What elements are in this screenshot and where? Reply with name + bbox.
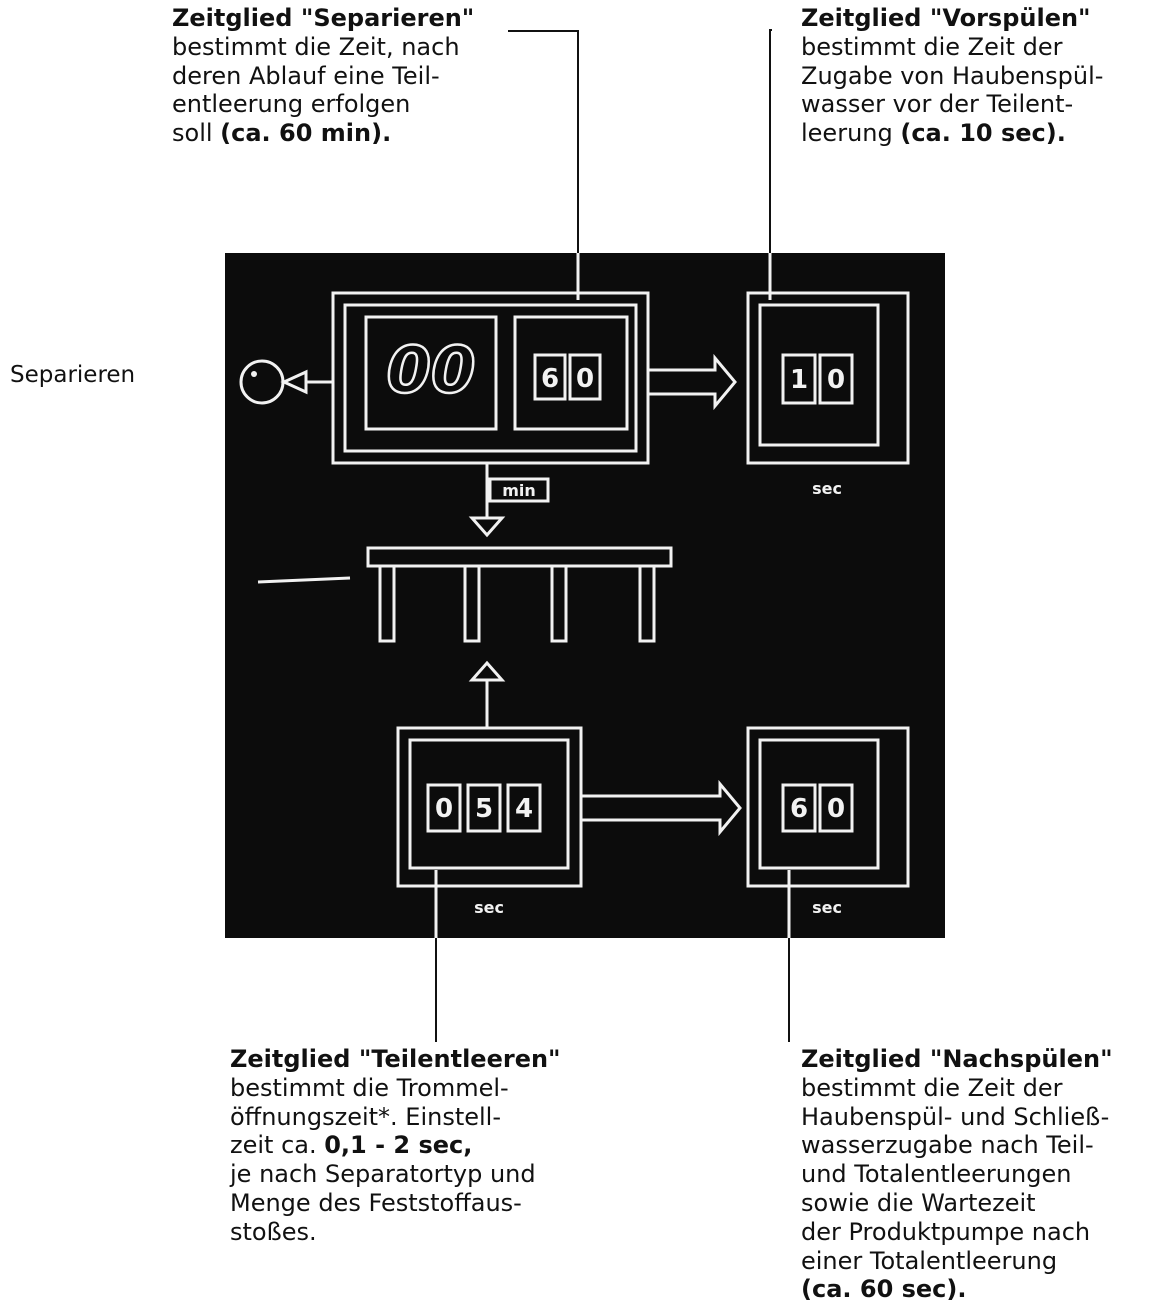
teilentleeren-digit-2: 5 xyxy=(475,794,493,824)
indicator-lamp xyxy=(241,361,333,403)
up-arrow xyxy=(472,663,502,728)
lamp-arrow-icon xyxy=(284,372,333,392)
vorspuelen-unit-label: sec xyxy=(812,479,842,498)
prong-1 xyxy=(380,566,394,641)
nachspuelen-digit-2: 0 xyxy=(827,794,845,824)
arrow-to-nachspuelen xyxy=(581,784,740,832)
min-label: min xyxy=(502,481,536,500)
arrow-down-icon xyxy=(472,518,502,535)
prong-2 xyxy=(465,566,479,641)
arrow-up-icon xyxy=(472,663,502,680)
rail-input-line xyxy=(258,578,350,582)
arrow-right-icon-2 xyxy=(581,784,740,832)
teilentleeren-digit-1: 0 xyxy=(435,794,453,824)
lamp-highlight xyxy=(251,371,257,377)
separieren-timer-block: 00 6 0 xyxy=(333,293,648,463)
vorspuelen-digit-2: 0 xyxy=(827,365,845,395)
vorspuelen-digit-1: 1 xyxy=(790,365,808,395)
lamp-icon xyxy=(241,361,283,403)
teilentleeren-digit-3: 4 xyxy=(515,794,533,824)
nachspuelen-digit-1: 6 xyxy=(790,794,808,824)
prong-3 xyxy=(552,566,566,641)
arrow-to-vorspuelen xyxy=(648,358,735,406)
leader-vorspuelen xyxy=(770,30,772,253)
separieren-digit-1: 6 xyxy=(541,364,559,394)
leader-lines xyxy=(436,30,789,1042)
separieren-digit-2: 0 xyxy=(576,364,594,394)
min-arrow: min xyxy=(472,463,548,535)
rail-bar xyxy=(368,548,671,566)
teilentleeren-timer-block: 0 5 4 sec xyxy=(398,728,581,917)
digital-display-value: 00 xyxy=(386,334,475,408)
leader-separieren xyxy=(508,31,578,253)
nachspuelen-timer-block: 6 0 sec xyxy=(748,728,908,917)
prong-4 xyxy=(640,566,654,641)
output-rail xyxy=(258,548,671,641)
nachspuelen-unit-label: sec xyxy=(812,898,842,917)
vorspuelen-timer-block: 1 0 sec xyxy=(748,293,908,498)
teilentleeren-unit-label: sec xyxy=(474,898,504,917)
arrow-right-icon xyxy=(648,358,735,406)
